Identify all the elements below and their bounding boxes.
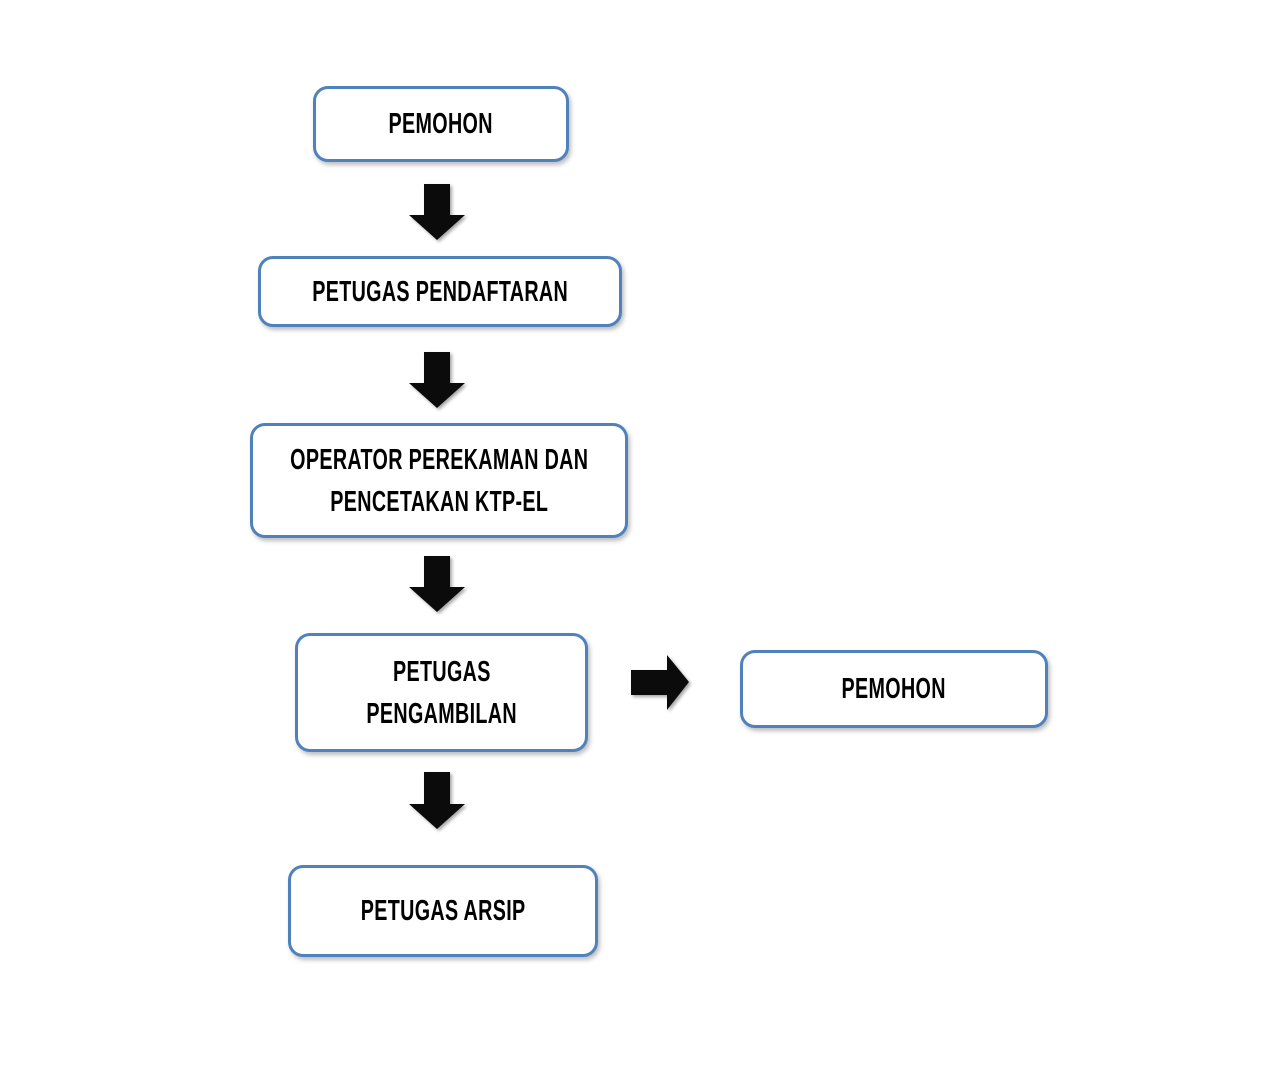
node-petugas-pendaftaran-label: PETUGAS PENDAFTARAN xyxy=(312,275,568,308)
node-operator-perekaman: OPERATOR PEREKAMAN DAN PENCETAKAN KTP-EL xyxy=(250,423,628,538)
node-pemohon-right: PEMOHON xyxy=(740,650,1048,728)
arrow-down-2-icon xyxy=(408,352,466,408)
node-petugas-pengambilan: PETUGAS PENGAMBILAN xyxy=(295,633,588,752)
arrow-down-4-icon xyxy=(408,772,466,829)
node-petugas-arsip-label: PETUGAS ARSIP xyxy=(360,895,526,927)
node-petugas-arsip: PETUGAS ARSIP xyxy=(288,865,598,957)
node-operator-perekaman-label-line2: PENCETAKAN KTP-EL xyxy=(330,485,548,518)
arrow-down-3-icon xyxy=(408,556,466,612)
node-petugas-pengambilan-label-line1: PETUGAS xyxy=(392,655,491,688)
arrow-down-1-icon xyxy=(408,184,466,240)
node-pemohon-top-label: PEMOHON xyxy=(388,108,494,140)
node-petugas-pendaftaran: PETUGAS PENDAFTARAN xyxy=(258,256,622,327)
node-petugas-pengambilan-label-line2: PENGAMBILAN xyxy=(366,697,517,730)
node-operator-perekaman-label-line1: OPERATOR PEREKAMAN DAN xyxy=(289,443,589,476)
node-pemohon-top: PEMOHON xyxy=(313,86,569,162)
arrow-right-icon xyxy=(630,655,690,710)
node-pemohon-right-label: PEMOHON xyxy=(841,673,947,705)
